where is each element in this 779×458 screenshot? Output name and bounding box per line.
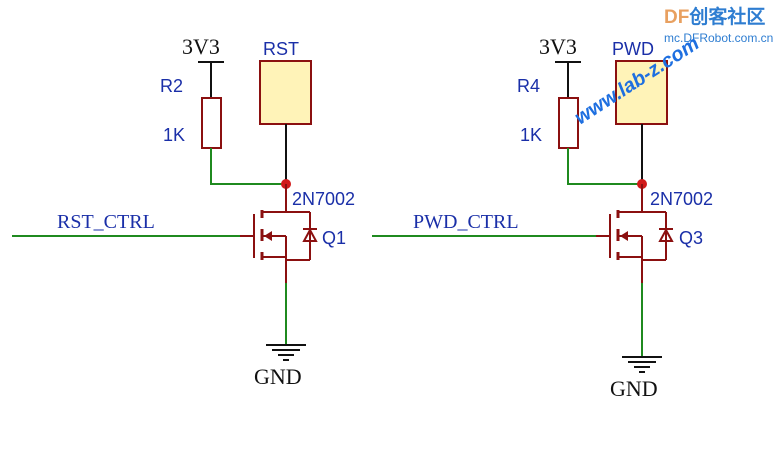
watermark-brand-df: DF — [664, 7, 689, 28]
rst-pullup-wire — [210, 148, 286, 185]
svg-text:DF创客社区: DF创客社区 — [664, 5, 765, 28]
rst-power-symbol: 3V3 — [182, 34, 224, 98]
pwd-ground-symbol: GND — [610, 356, 662, 401]
rst-ground-label: GND — [254, 364, 302, 389]
pwd-circuit: 3V3 R4 1K PWD — [372, 34, 713, 401]
pwd-resistor-ref: R4 — [517, 76, 540, 96]
pwd-mosfet: 2N7002 Q3 — [596, 184, 713, 261]
rst-resistor-value: 1K — [163, 125, 185, 145]
pwd-connector-label: PWD — [612, 39, 654, 59]
dfrobot-watermark: DF创客社区 mc.DFRobot.com.cn — [664, 5, 773, 45]
pwd-resistor: R4 1K — [517, 76, 579, 149]
pwd-pullup-wire — [567, 148, 642, 185]
rst-circuit: 3V3 R2 1K RST — [12, 34, 355, 389]
rst-mosfet: 2N7002 Q1 — [240, 184, 355, 261]
rst-connector-label: RST — [263, 39, 299, 59]
rst-ctrl-net-label: RST_CTRL — [57, 211, 155, 233]
rst-power-label: 3V3 — [182, 34, 220, 59]
pwd-power-symbol: 3V3 — [539, 34, 581, 98]
rst-mosfet-part: 2N7002 — [292, 189, 355, 209]
pwd-mosfet-ref: Q3 — [679, 228, 703, 248]
pwd-resistor-value: 1K — [520, 125, 542, 145]
pwd-ground-label: GND — [610, 376, 658, 401]
watermark-url: mc.DFRobot.com.cn — [664, 31, 773, 45]
pwd-connector: PWD — [612, 39, 668, 125]
rst-connector: RST — [259, 39, 312, 125]
pwd-ctrl-net-label: PWD_CTRL — [413, 211, 519, 233]
pwd-mosfet-part: 2N7002 — [650, 189, 713, 209]
rst-ground-symbol: GND — [254, 344, 306, 389]
watermark-brand-text: 创客社区 — [688, 5, 765, 28]
rst-resistor-ref: R2 — [160, 76, 183, 96]
pwd-power-label: 3V3 — [539, 34, 577, 59]
rst-mosfet-ref: Q1 — [322, 228, 346, 248]
